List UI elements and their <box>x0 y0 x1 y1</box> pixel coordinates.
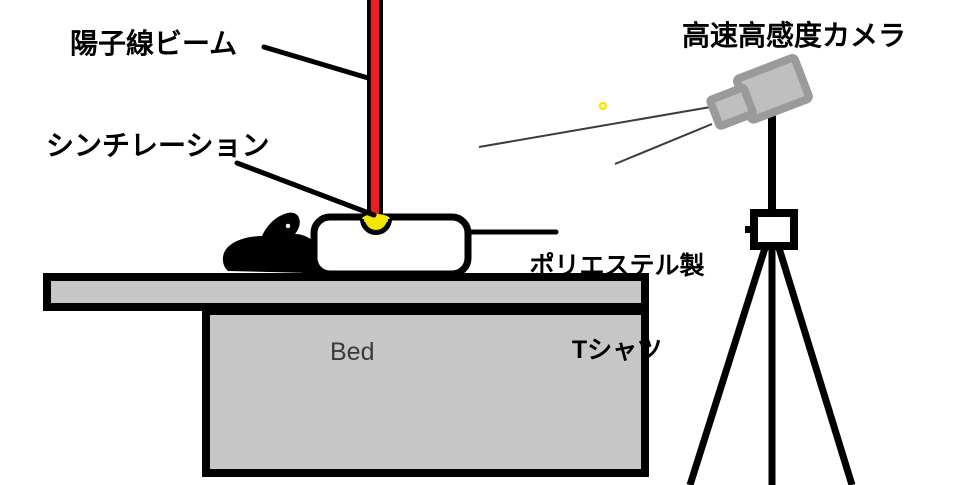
marker-dot-icon <box>598 101 608 111</box>
tripod-head-knob <box>745 226 751 233</box>
leader-line-scintillation <box>234 160 377 218</box>
leader-line-proton-beam <box>261 44 371 81</box>
proton-beam <box>367 0 383 225</box>
mouse-eye <box>285 223 291 229</box>
sight-line-lower <box>614 123 713 165</box>
label-polyester-tshirt-line1: ポリエステル製 <box>529 252 705 280</box>
bed-group <box>43 273 649 477</box>
label-scintillation: シンチレーション <box>46 130 270 161</box>
tripod-leg-left <box>686 246 769 485</box>
label-high-speed-camera: 高速高感度カメラ <box>682 20 907 51</box>
label-polyester-tshirt-line2: Tシャツ <box>571 336 663 364</box>
label-proton-beam: 陽子線ビーム <box>70 28 238 59</box>
leader-lines <box>234 44 559 235</box>
bed-base <box>202 307 649 477</box>
scintillation-spot <box>360 214 392 235</box>
high-speed-camera <box>706 54 813 130</box>
tripod <box>686 96 856 485</box>
sight-lines <box>478 103 729 165</box>
sight-line-upper <box>478 103 729 148</box>
polyester-tshirt <box>310 213 472 278</box>
label-polyester-tshirt: ポリエステル製 Tシャツ <box>487 196 747 420</box>
tripod-head <box>750 209 798 250</box>
label-bed: Bed <box>330 338 375 366</box>
tripod-leg-right <box>775 246 856 485</box>
camera-lens-icon <box>706 83 757 130</box>
proton-beam-core <box>371 0 379 223</box>
